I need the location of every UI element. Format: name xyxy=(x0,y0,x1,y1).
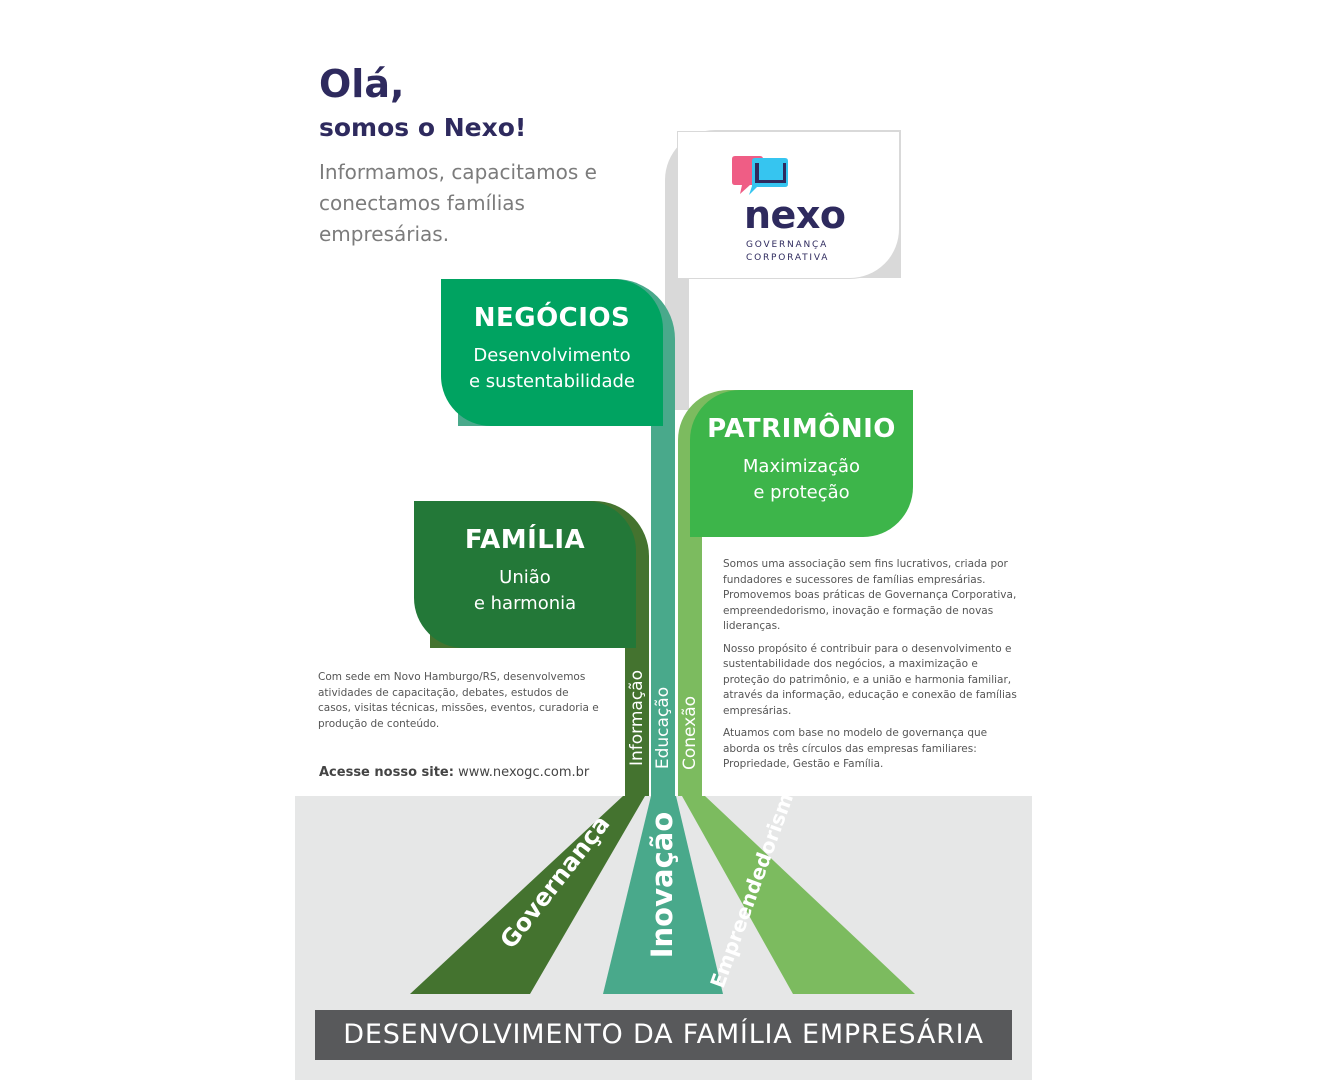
right-description: Somos uma associação sem fins lucrativos… xyxy=(723,557,1018,773)
leaf-negocios: NEGÓCIOS Desenvolvimento e sustentabilid… xyxy=(441,279,663,426)
leaf-familia-line1: União xyxy=(499,567,551,588)
leaf-negocios-title: NEGÓCIOS xyxy=(473,303,631,333)
leaf-patrimonio: PATRIMÔNIO Maximização e proteção xyxy=(690,390,913,537)
intro-text: Informamos, capacitamos e conectamos fam… xyxy=(319,160,597,246)
root-inovacao xyxy=(603,796,723,994)
stem-label-conexao: Conexão xyxy=(680,695,700,771)
logo-flag xyxy=(677,131,900,279)
stem-conexao xyxy=(678,537,702,796)
greeting-title: Olá, xyxy=(319,62,405,106)
nexo-speech-bubbles-icon xyxy=(732,156,788,195)
right-paragraph-3: Atuamos com base no modelo de governança… xyxy=(723,727,988,770)
stem-label-educacao: Educação xyxy=(653,686,673,770)
root-governanca xyxy=(410,796,645,994)
site-label: Acesse nosso site: xyxy=(319,765,454,780)
stem-label-informacao: Informação xyxy=(627,669,647,767)
leaf-familia-line2: e harmonia xyxy=(473,593,577,614)
root-empreendedorismo xyxy=(682,796,915,994)
site-link[interactable]: www.nexogc.com.br xyxy=(458,765,590,780)
left-description: Com sede em Novo Hamburgo/RS, desenvolve… xyxy=(318,671,599,730)
stem-informacao xyxy=(625,648,649,796)
logo-subtitle: GOVERNANÇA CORPORATIVA xyxy=(746,240,830,263)
leaf-familia: FAMÍLIA União e harmonia xyxy=(414,501,636,648)
root-label-inovacao: Inovação xyxy=(645,811,679,959)
leaf-familia-title: FAMÍLIA xyxy=(464,525,586,555)
leaf-patrimonio-title: PATRIMÔNIO xyxy=(707,414,896,444)
subtitle: somos o Nexo! xyxy=(319,113,527,142)
right-paragraph-2: Nosso propósito é contribuir para o dese… xyxy=(723,642,1017,717)
leaf-negocios-line1: Desenvolvimento xyxy=(473,345,631,366)
logo-wordmark: nexo xyxy=(744,193,846,237)
roots-graphic xyxy=(410,796,915,994)
site-line: Acesse nosso site: www.nexogc.com.br xyxy=(319,765,589,780)
leaf-patrimonio-line2: e proteção xyxy=(753,482,850,503)
leaf-patrimonio-line1: Maximização xyxy=(742,456,861,477)
stem-educacao xyxy=(651,420,675,796)
right-paragraph-1: Somos uma associação sem fins lucrativos… xyxy=(723,558,1017,632)
leaf-negocios-line2: e sustentabilidade xyxy=(469,371,635,392)
bottom-banner: DESENVOLVIMENTO DA FAMÍLIA EMPRESÁRIA xyxy=(315,1010,1012,1060)
